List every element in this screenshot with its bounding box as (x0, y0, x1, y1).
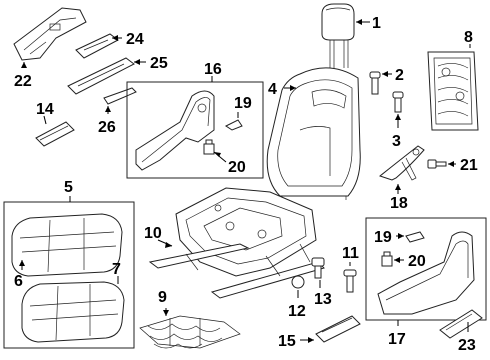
callout-6: 6 (14, 273, 23, 290)
callout-18: 18 (390, 195, 408, 212)
cushion-cover-part-6 (11, 213, 123, 277)
knob-part (35, 121, 75, 147)
callout-24: 24 (126, 31, 144, 48)
callout-11: 11 (342, 245, 359, 262)
side-shield-part-16 (135, 90, 215, 171)
callout-9: 9 (158, 289, 167, 306)
callout-25: 25 (150, 55, 168, 72)
callout-16: 16 (204, 61, 222, 78)
side-cover-part (67, 57, 135, 95)
headrest-guide-part (369, 71, 381, 95)
seat-back-part (266, 67, 361, 200)
nut-part-20a (203, 139, 215, 155)
callout-7: 7 (112, 261, 121, 278)
seat-frame-part (148, 187, 325, 299)
group-box-16 (126, 81, 264, 179)
switch-part-15 (315, 315, 361, 343)
bolt-part-13 (311, 257, 325, 279)
callout-19b: 19 (374, 229, 392, 246)
clip-part-19b (405, 231, 425, 243)
bolt-part-12 (291, 275, 305, 289)
callout-14: 14 (36, 101, 54, 118)
callout-5: 5 (64, 179, 73, 196)
headrest-guide-lower-part (392, 91, 404, 113)
callout-1: 1 (372, 15, 381, 32)
callout-19a: 19 (234, 95, 252, 112)
callout-13: 13 (314, 291, 332, 308)
seat-back-frame-part (427, 51, 479, 131)
callout-8: 8 (464, 29, 473, 46)
callout-20a: 20 (228, 159, 246, 176)
callout-26: 26 (98, 119, 116, 136)
callout-23: 23 (458, 337, 476, 354)
outer-shield-part (13, 7, 87, 61)
clip-part-19a (225, 119, 243, 131)
callout-2: 2 (395, 67, 404, 84)
callout-20b: 20 (408, 253, 426, 270)
callout-12: 12 (288, 303, 306, 320)
callout-4: 4 (268, 81, 277, 98)
nut-part-20b (381, 251, 393, 267)
screw-part (427, 159, 447, 169)
group-box-17 (365, 217, 487, 321)
bolt-part-11 (343, 269, 357, 293)
callout-15: 15 (278, 333, 296, 350)
upper-cover-part (75, 33, 119, 59)
lever-part (103, 87, 137, 105)
side-shield-part-17 (377, 231, 475, 315)
callout-17: 17 (388, 331, 406, 348)
headrest-part (321, 3, 355, 68)
callout-22: 22 (14, 73, 32, 90)
end-cover-part-23 (439, 309, 483, 339)
callout-10: 10 (144, 225, 162, 242)
cushion-pad-part-7 (21, 281, 125, 343)
callout-3: 3 (392, 133, 401, 150)
trim-panel-part (378, 145, 425, 181)
group-box-5 (3, 201, 135, 349)
seat-spring-part (139, 315, 241, 349)
callout-21: 21 (460, 157, 478, 174)
